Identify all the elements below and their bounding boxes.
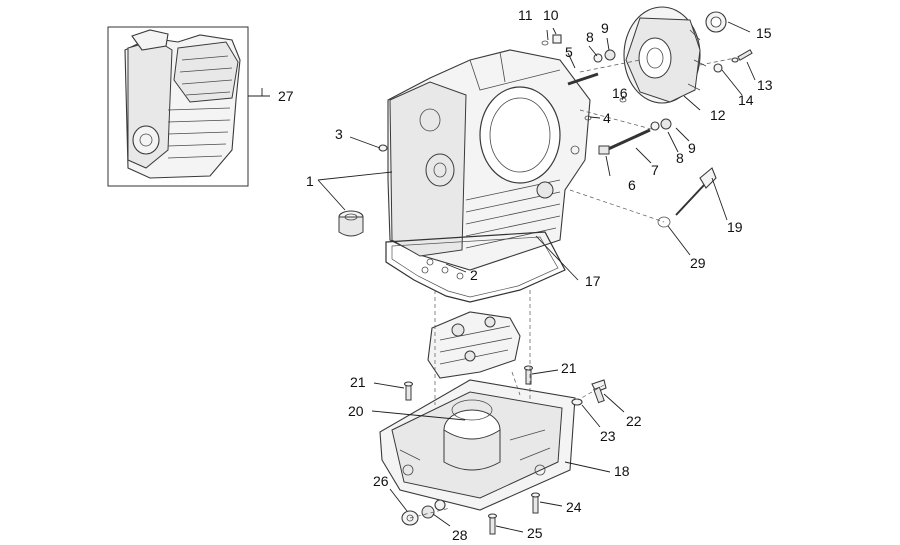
dipstick <box>657 167 717 228</box>
assembly-guides <box>409 57 736 519</box>
callout-20: 20 <box>348 403 364 419</box>
callout-14: 14 <box>738 92 754 108</box>
callout-12: 12 <box>710 107 726 123</box>
callout-17: 17 <box>585 273 601 289</box>
callout-8: 8 <box>586 29 594 45</box>
studs-and-nuts <box>541 34 672 155</box>
callout-23: 23 <box>600 428 616 444</box>
callout-28: 28 <box>452 527 468 543</box>
callout-10: 10 <box>543 7 559 23</box>
callout-18: 18 <box>614 463 630 479</box>
drain-plug <box>401 499 446 526</box>
dowel-pin <box>378 144 388 152</box>
callout-6: 6 <box>628 177 636 193</box>
callout-5: 5 <box>565 44 573 60</box>
callout-8b: 8 <box>676 150 684 166</box>
callout-9: 9 <box>601 20 609 36</box>
callout-29: 29 <box>690 255 706 271</box>
callout-21a: 21 <box>350 374 366 390</box>
oil-sump <box>379 379 576 511</box>
callout-25: 25 <box>527 525 543 541</box>
leader-lines <box>248 21 756 533</box>
callout-9b: 9 <box>688 140 696 156</box>
oil-pan-gasket <box>385 231 566 303</box>
callout-1: 1 <box>306 173 314 189</box>
crankcase <box>387 49 591 271</box>
callout-24: 24 <box>566 499 582 515</box>
callout-19: 19 <box>727 219 743 235</box>
engine-overview-inset <box>107 26 249 187</box>
callout-15: 15 <box>756 25 772 41</box>
callout-16: 16 <box>612 85 628 101</box>
oil-manifold <box>427 311 521 379</box>
bolts <box>403 365 607 535</box>
callout-26: 26 <box>373 473 389 489</box>
callouts: 27 1 3 2 11 10 5 8 9 16 4 6 7 8 9 12 14 … <box>278 7 773 543</box>
callout-11: 11 <box>518 7 533 23</box>
callout-2: 2 <box>470 267 478 283</box>
callout-3: 3 <box>335 126 343 142</box>
callout-22: 22 <box>626 413 642 429</box>
callout-13: 13 <box>757 77 773 93</box>
cover-bolt <box>713 49 753 73</box>
cap-plug <box>338 210 364 237</box>
oil-seal <box>705 11 727 33</box>
callout-21b: 21 <box>561 360 577 376</box>
callout-27: 27 <box>278 88 294 104</box>
callout-4: 4 <box>603 110 611 126</box>
callout-7: 7 <box>651 162 659 178</box>
front-cover <box>623 6 707 104</box>
